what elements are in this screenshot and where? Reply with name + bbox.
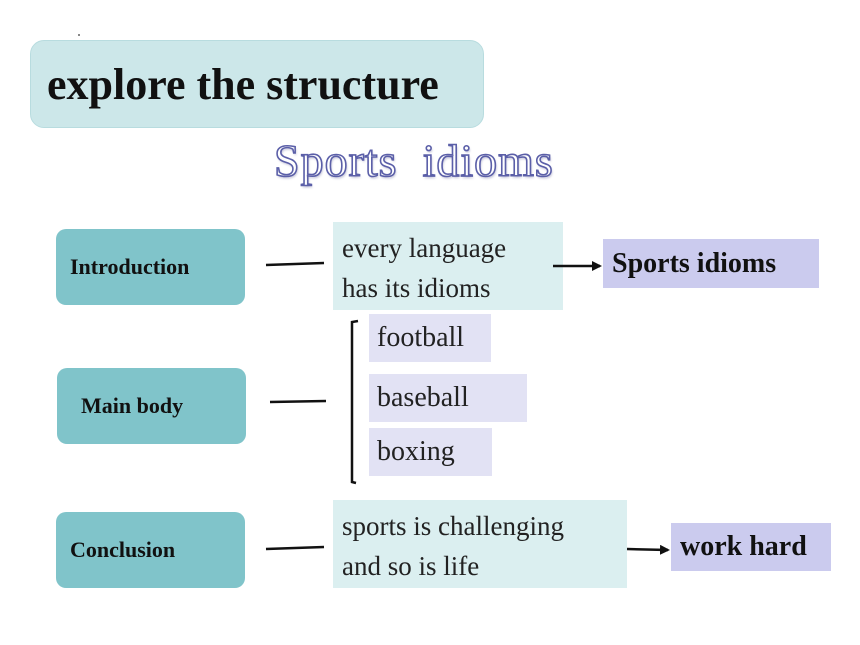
section-main-body: Main body xyxy=(57,368,246,444)
bracket-main-body xyxy=(350,319,359,485)
detail-line: every language xyxy=(342,233,507,263)
item-label: boxing xyxy=(377,436,455,467)
result-sports-idioms: Sports idioms xyxy=(603,239,819,288)
result-work-hard: work hard xyxy=(671,523,831,571)
page-title: explore the structure xyxy=(47,59,439,109)
item-football: football xyxy=(369,314,491,362)
section-label: Conclusion xyxy=(70,537,176,562)
decorative-dot xyxy=(78,34,80,36)
connector-conclusion xyxy=(265,545,325,551)
detail-conclusion: sports is challenging and so is life xyxy=(333,500,627,588)
detail-introduction: every language has its idioms xyxy=(333,222,563,310)
item-baseball: baseball xyxy=(369,374,527,422)
section-label: Introduction xyxy=(70,254,190,279)
item-boxing: boxing xyxy=(369,428,492,476)
arrow-to-work-hard xyxy=(626,544,670,555)
section-introduction: Introduction xyxy=(56,229,245,305)
item-label: baseball xyxy=(377,382,469,413)
result-label: work hard xyxy=(680,531,807,562)
connector-main-body xyxy=(269,399,327,404)
detail-line: sports is challenging xyxy=(342,511,564,541)
item-label: football xyxy=(377,322,465,353)
section-conclusion: Conclusion xyxy=(56,512,245,588)
diagram-subtitle: Sports idioms xyxy=(273,134,554,187)
title-box: explore the structure xyxy=(30,40,484,128)
detail-line: and so is life xyxy=(342,551,480,581)
result-label: Sports idioms xyxy=(612,247,777,279)
section-label: Main body xyxy=(81,393,184,418)
detail-line: has its idioms xyxy=(342,273,491,303)
connector-introduction xyxy=(265,261,325,267)
